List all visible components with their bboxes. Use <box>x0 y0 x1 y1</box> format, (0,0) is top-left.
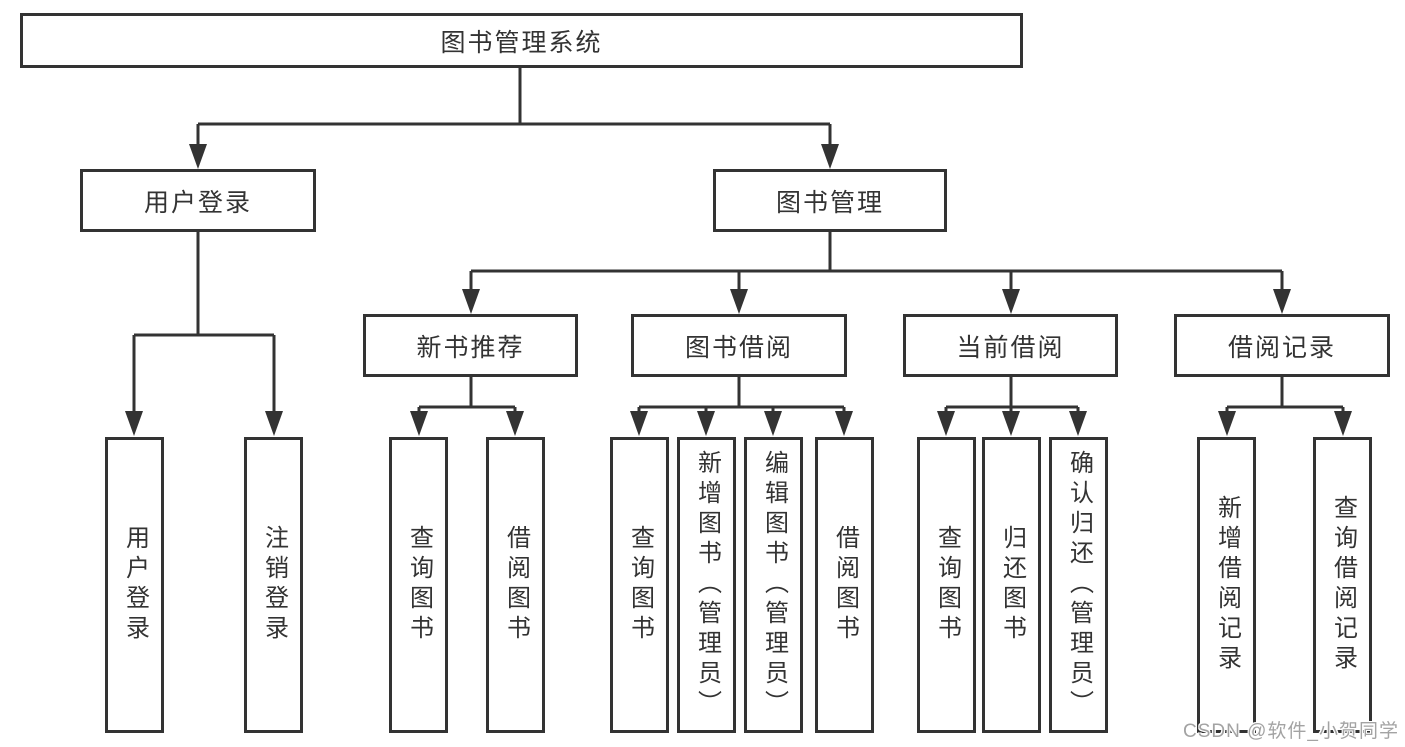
leaf-borrow-books-borrowing: 借阅图书 <box>815 437 874 733</box>
arrowhead <box>506 411 524 436</box>
leaf-label: 归还图书 <box>998 525 1026 645</box>
arrowhead <box>125 411 143 436</box>
node-book-management: 图书管理 <box>713 169 947 232</box>
leaf-return-books: 归还图书 <box>982 437 1041 733</box>
leaf-edit-books-admin: 编辑图书（管理员） <box>744 437 803 733</box>
leaf-label: 借阅图书 <box>502 525 530 645</box>
arrowhead <box>1218 411 1236 436</box>
leaf-query-books-borrowing: 查询图书 <box>610 437 669 733</box>
arrowhead <box>821 144 839 169</box>
arrowhead <box>835 411 853 436</box>
arrowhead <box>265 411 283 436</box>
arrowhead <box>462 289 480 314</box>
arrowhead <box>1002 289 1020 314</box>
node-book-borrowing: 图书借阅 <box>631 314 847 377</box>
node-new-book-recommend: 新书推荐 <box>363 314 578 377</box>
connector-borrow-to-leaves <box>637 377 846 415</box>
arrowhead <box>730 289 748 314</box>
arrowhead <box>937 411 955 436</box>
connector-newbooks-to-leaves <box>417 377 517 415</box>
leaf-label: 新增借阅记录 <box>1213 495 1241 675</box>
node-user-login: 用户登录 <box>80 169 316 232</box>
leaf-label: 编辑图书（管理员） <box>760 450 788 720</box>
leaf-label: 注销登录 <box>260 525 288 645</box>
leaf-logout: 注销登录 <box>244 437 303 733</box>
arrowhead <box>630 411 648 436</box>
arrowhead <box>764 411 782 436</box>
leaf-add-borrow-record: 新增借阅记录 <box>1197 437 1256 733</box>
node-current-borrowing: 当前借阅 <box>903 314 1118 377</box>
arrowhead <box>1002 411 1020 436</box>
node-library-management-system: 图书管理系统 <box>20 13 1023 68</box>
leaf-label: 新增图书（管理员） <box>693 450 721 720</box>
leaf-label: 确认归还（管理员） <box>1065 450 1093 720</box>
leaf-label: 查询图书 <box>405 525 433 645</box>
node-borrowing-records: 借阅记录 <box>1174 314 1390 377</box>
leaf-label: 查询借阅记录 <box>1329 495 1357 675</box>
leaf-add-books-admin: 新增图书（管理员） <box>677 437 736 733</box>
connector-records-to-leaves <box>1225 377 1345 415</box>
arrowhead <box>697 411 715 436</box>
arrowhead <box>1069 411 1087 436</box>
leaf-label: 借阅图书 <box>831 525 859 645</box>
leaf-borrow-books-recommend: 借阅图书 <box>486 437 545 733</box>
connector-bookmgmt-to-level2 <box>469 232 1284 293</box>
arrowhead <box>1334 411 1352 436</box>
arrowhead <box>1273 289 1291 314</box>
leaf-query-books-current: 查询图书 <box>917 437 976 733</box>
connector-current-to-leaves <box>944 377 1080 415</box>
arrowheads <box>125 144 1352 436</box>
leaf-label: 查询图书 <box>933 525 961 645</box>
arrowhead <box>189 144 207 169</box>
leaf-label: 查询图书 <box>626 525 654 645</box>
leaf-query-books-recommend: 查询图书 <box>389 437 448 733</box>
leaf-query-borrow-record: 查询借阅记录 <box>1313 437 1372 733</box>
connector-userlogin-to-leaves <box>132 232 276 415</box>
connector-root-to-level1 <box>196 68 832 150</box>
csdn-watermark: CSDN @软件_小贺同学 <box>1183 721 1399 742</box>
arrowhead <box>410 411 428 436</box>
leaf-confirm-return-admin: 确认归还（管理员） <box>1049 437 1108 733</box>
leaf-user-login: 用户登录 <box>105 437 164 733</box>
leaf-label: 用户登录 <box>121 525 149 645</box>
